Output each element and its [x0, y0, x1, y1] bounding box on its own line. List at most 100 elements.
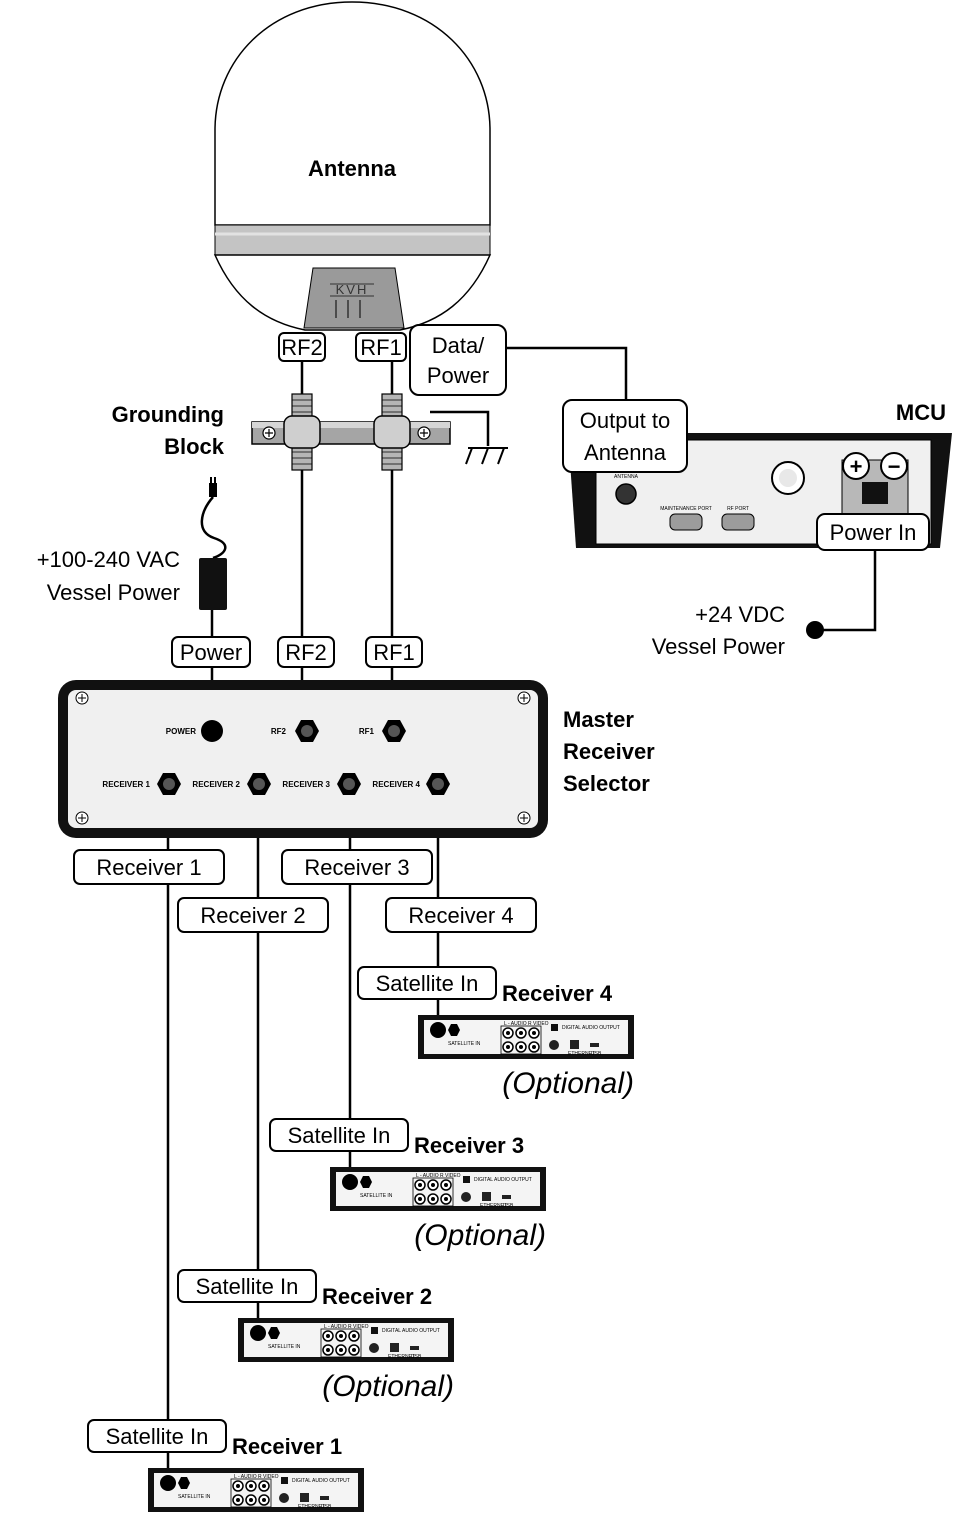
selector-power-port — [201, 720, 223, 742]
receiver-4-ethernet-label: ETHERNET — [568, 1051, 595, 1057]
receiver2-output-label-box — [177, 897, 329, 933]
antenna-radome — [214, 1, 491, 226]
receiver-4: Satellite In Receiver 4 SATELLITE IN L - AU… — [357, 966, 634, 1100]
mcu-maintenance-port-label: MAINTENANCE PORT — [660, 506, 712, 512]
receiver-3-satellite-in-label: Satellite In — [288, 1123, 391, 1148]
selector-title-3: Selector — [563, 771, 650, 796]
receiver-3-optional-note: (Optional) — [414, 1219, 546, 1252]
receiver-3-title: Receiver 3 — [414, 1133, 524, 1158]
receiver4-output-label-box — [385, 897, 537, 933]
ground-symbol — [465, 447, 508, 465]
ac-adapter — [199, 477, 227, 610]
receiver-1-ethernet-port — [300, 1493, 309, 1502]
receiver1-output-label: Receiver 1 — [96, 855, 201, 880]
data-power-cable — [500, 346, 628, 400]
receiver2-output-label: Receiver 2 — [200, 903, 305, 928]
grounding-block-title-1: Grounding — [112, 402, 224, 427]
master-receiver-selector: POWER RF2 RF1 RECEIVER 1 RECEIVER 2 RECE… — [58, 680, 548, 838]
receiver-1-title: Receiver 1 — [232, 1434, 342, 1459]
power-brick — [199, 558, 227, 610]
receiver-1-usb-port — [320, 1496, 329, 1500]
rf1-antenna-label-box — [355, 332, 407, 362]
receiver-1-ethernet-label: ETHERNET — [298, 1504, 325, 1510]
selector-title-1: Master — [563, 707, 634, 732]
antenna: KVH Antenna — [213, 1, 492, 331]
receiver-4-usb-port — [590, 1043, 599, 1047]
mcu-antenna-port — [615, 483, 637, 505]
vac-power-line2: Vessel Power — [47, 580, 180, 605]
mcu-minus-terminal — [880, 452, 908, 480]
receiver3-output-label-box — [281, 849, 433, 885]
mcu-rf-port — [721, 513, 755, 531]
selector-receiver4-port-label: RECEIVER 4 — [372, 780, 420, 789]
receiver-4-satellite-in-label: Satellite In — [376, 971, 479, 996]
selector-rf1-port-label: RF1 — [359, 727, 375, 736]
rf1-selector-label: RF1 — [373, 640, 415, 665]
receiver4-output-label: Receiver 4 — [408, 903, 513, 928]
receiver-2-usb-label: USB — [411, 1354, 422, 1360]
selector-front-panel — [68, 690, 538, 828]
receiver-4-av-label: L - AUDIO R VIDEO — [504, 1021, 549, 1027]
receiver-2-title: Receiver 2 — [322, 1284, 432, 1309]
receiver-2-satellite-in-label: Satellite In — [196, 1274, 299, 1299]
receiver-3-sat-in-text: SATELLITE IN — [360, 1193, 393, 1199]
selector-power-port-label: POWER — [166, 727, 196, 736]
receiver-4-satellite-in-box — [357, 966, 497, 1000]
receiver-4-digital-audio-label: DIGITAL AUDIO OUTPUT — [562, 1025, 620, 1031]
receiver-4-satellite-port — [430, 1022, 446, 1038]
rf1-antenna-label: RF1 — [360, 335, 402, 360]
receiver-3-av-label: L - AUDIO R VIDEO — [416, 1173, 461, 1179]
vdc-power-line2: Vessel Power — [652, 634, 785, 659]
selector-receiver1-port-label: RECEIVER 1 — [102, 780, 150, 789]
rf2-antenna-label: RF2 — [281, 335, 323, 360]
receiver-1-av-label: L - AUDIO R VIDEO — [234, 1474, 279, 1480]
kvh-logo: KVH — [336, 282, 369, 297]
ground-wire — [430, 410, 490, 446]
selector-title-2: Receiver — [563, 739, 655, 764]
receiver-1-satellite-in-box — [87, 1419, 227, 1453]
mcu-antenna-port-label: ANTENNA — [614, 474, 639, 480]
receiver-1-usb-label: USB — [321, 1504, 332, 1510]
rf1-selector-label-box — [365, 636, 423, 668]
mcu-maintenance-port — [669, 513, 703, 531]
mcu-title: MCU — [896, 400, 946, 425]
receiver-1-digital-audio-label: DIGITAL AUDIO OUTPUT — [292, 1478, 350, 1484]
antenna-title: Antenna — [308, 156, 397, 181]
data-power-label-1: Data/ — [432, 333, 485, 358]
receiver-3: Satellite In Receiver 3 SATELLITE IN L - AU… — [269, 1118, 546, 1252]
mcu-plus-symbol: + — [850, 454, 863, 479]
receiver-3-usb-port — [502, 1195, 511, 1199]
receiver-1-satellite-in-label: Satellite In — [106, 1424, 209, 1449]
receiver-3-satellite-port — [342, 1174, 358, 1190]
receiver-3-digital-audio-label: DIGITAL AUDIO OUTPUT — [474, 1177, 532, 1183]
selector-rf2-port-label: RF2 — [271, 727, 287, 736]
receiver-3-usb-label: USB — [503, 1203, 514, 1209]
receiver-3-ethernet-port — [482, 1192, 491, 1201]
receiver3-output-label: Receiver 3 — [304, 855, 409, 880]
selector-receiver2-port-label: RECEIVER 2 — [192, 780, 240, 789]
rf2-selector-label: RF2 — [285, 640, 327, 665]
receiver-4-title: Receiver 4 — [502, 981, 613, 1006]
receiver-1-satellite-port — [160, 1475, 176, 1491]
receiver-2-sat-in-text: SATELLITE IN — [268, 1344, 301, 1350]
output-to-antenna-label-box — [562, 399, 688, 473]
power-label: Power — [180, 640, 242, 665]
receiver-3-ethernet-label: ETHERNET — [480, 1203, 507, 1209]
power-in-label: Power In — [830, 520, 917, 545]
receiver-3-satellite-in-box — [269, 1118, 409, 1152]
receiver-2-digital-audio-label: DIGITAL AUDIO OUTPUT — [382, 1328, 440, 1334]
receiver-2-satellite-in-box — [177, 1269, 317, 1303]
receivers: Satellite In Receiver 1 SATELLITE IN L - AU… — [87, 966, 634, 1512]
rf2-selector-label-box — [277, 636, 335, 668]
antenna-logo-plate — [303, 267, 405, 329]
receiver-4-optional-note: (Optional) — [502, 1067, 634, 1100]
vdc-terminal-dot — [806, 621, 824, 639]
receiver-4-sat-in-text: SATELLITE IN — [448, 1041, 481, 1047]
grounding-block-title-2: Block — [164, 434, 225, 459]
vdc-power-line1: +24 VDC — [695, 602, 785, 627]
mcu-plus-terminal — [842, 452, 870, 480]
